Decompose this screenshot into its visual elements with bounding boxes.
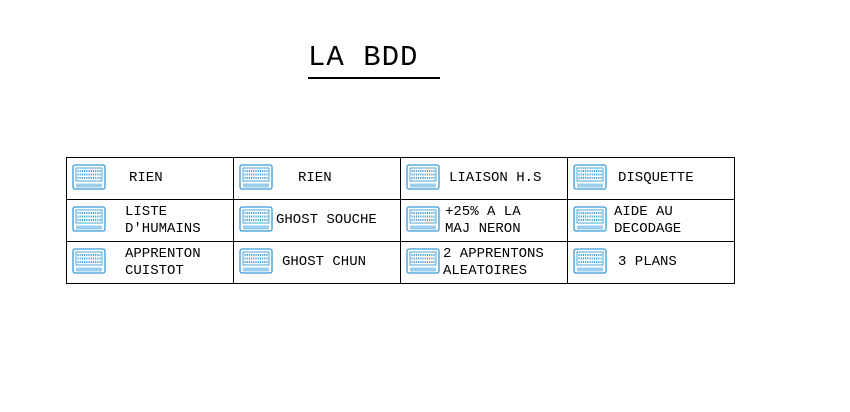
grid-row: LISTE D'HUMAINS GHOST SOUCHE +25% A LA MAJ… <box>66 199 735 242</box>
grid-row: APPRENTON CUISTOT GHOST CHUN 2 APPRENTONS … <box>66 241 735 284</box>
cell-label: GHOST SOUCHE <box>276 212 377 228</box>
cell-label: GHOST CHUN <box>282 254 367 270</box>
grid-cell: DISQUETTE <box>567 157 735 200</box>
grid-cell: 3 PLANS <box>567 241 735 284</box>
grid-cell: GHOST CHUN <box>233 241 401 284</box>
grid-cell: GHOST SOUCHE <box>233 199 401 242</box>
grid-cell: LISTE D'HUMAINS <box>66 199 234 242</box>
cell-label: LISTE D'HUMAINS <box>125 203 201 237</box>
grid-cell: LIAISON H.S <box>400 157 568 200</box>
cell-label: 2 APPRENTONS ALEATOIRES <box>443 245 544 279</box>
grid-cell: RIEN <box>66 157 234 200</box>
grid-cell: RIEN <box>233 157 401 200</box>
grid-cell: 2 APPRENTONS ALEATOIRES <box>400 241 568 284</box>
cell-label: +25% A LA MAJ NERON <box>445 203 521 237</box>
cell-label: APPRENTON CUISTOT <box>125 245 201 279</box>
cell-label: AIDE AU DECODAGE <box>614 203 682 237</box>
page-title: LA BDD <box>308 41 419 74</box>
grid-row: RIEN RIEN LIAISON H.S DISQUETTE <box>66 157 735 200</box>
grid-cell: +25% A LA MAJ NERON <box>400 199 568 242</box>
cell-label: RIEN <box>298 170 332 186</box>
cell-label: RIEN <box>129 170 163 186</box>
grid-cell: AIDE AU DECODAGE <box>567 199 735 242</box>
grid-cell: APPRENTON CUISTOT <box>66 241 234 284</box>
cell-label: 3 PLANS <box>618 254 677 270</box>
cell-label: LIAISON H.S <box>449 170 542 186</box>
cell-label: DISQUETTE <box>618 170 694 186</box>
reward-grid: RIEN RIEN LIAISON H.S DISQUETTE LISTE D'HUMA… <box>66 157 735 284</box>
title-underline <box>308 77 440 79</box>
